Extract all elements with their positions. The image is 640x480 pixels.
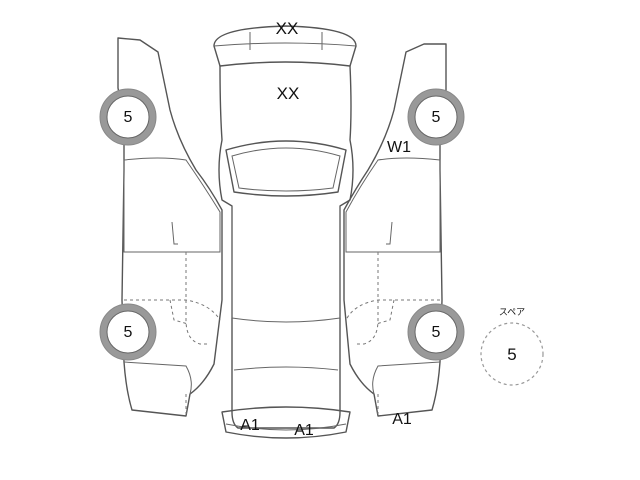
right-lower-line	[372, 361, 441, 395]
rear-spoiler-detail	[213, 32, 357, 50]
rear-window-inner	[231, 147, 341, 192]
spare-value: 5	[507, 345, 516, 364]
spare-label: スペア	[499, 307, 525, 317]
tire-left-rear-value: 5	[124, 109, 133, 126]
rear-window	[225, 140, 347, 197]
mark-right-side-front: W1	[387, 139, 411, 156]
mark-roof: XX	[277, 84, 300, 103]
left-door-handle	[171, 221, 178, 245]
tire-right-rear-hub	[414, 95, 458, 139]
mark-rear-top: XX	[276, 19, 299, 38]
right-hidden-lines	[345, 252, 440, 414]
left-window	[123, 157, 221, 253]
windshield-top	[231, 317, 341, 323]
mark-right-side-bottom: A1	[392, 411, 412, 428]
windshield-bottom	[233, 366, 339, 371]
tire-left-rear-hub	[106, 95, 150, 139]
mark-front-center: A1	[294, 422, 314, 439]
left-hidden-lines	[124, 252, 221, 414]
tire-left-rear: 5	[99, 88, 157, 146]
front-bumper	[221, 406, 351, 439]
tire-right-front-value: 5	[432, 324, 441, 341]
right-window	[345, 157, 441, 253]
tire-left-front-value: 5	[124, 324, 133, 341]
tire-right-rear-value: 5	[432, 109, 441, 126]
car-top-view	[213, 25, 357, 439]
tire-left-front-hub	[106, 310, 150, 354]
tire-right-front: 5	[407, 303, 465, 361]
tire-right-rear: 5	[407, 88, 465, 146]
front-bumper-detail	[225, 423, 347, 431]
car-body-outline	[218, 65, 354, 429]
rear-spoiler	[213, 25, 357, 67]
left-lower-line	[123, 361, 192, 395]
spare-tire: スペア 5	[480, 307, 544, 386]
right-door-handle	[386, 221, 393, 245]
tire-right-front-hub	[414, 310, 458, 354]
car-right-side-view	[343, 43, 447, 417]
roof-rails	[231, 206, 341, 318]
tire-left-front: 5	[99, 303, 157, 361]
spare-circle	[480, 322, 544, 386]
mark-front-left: A1	[240, 417, 260, 434]
